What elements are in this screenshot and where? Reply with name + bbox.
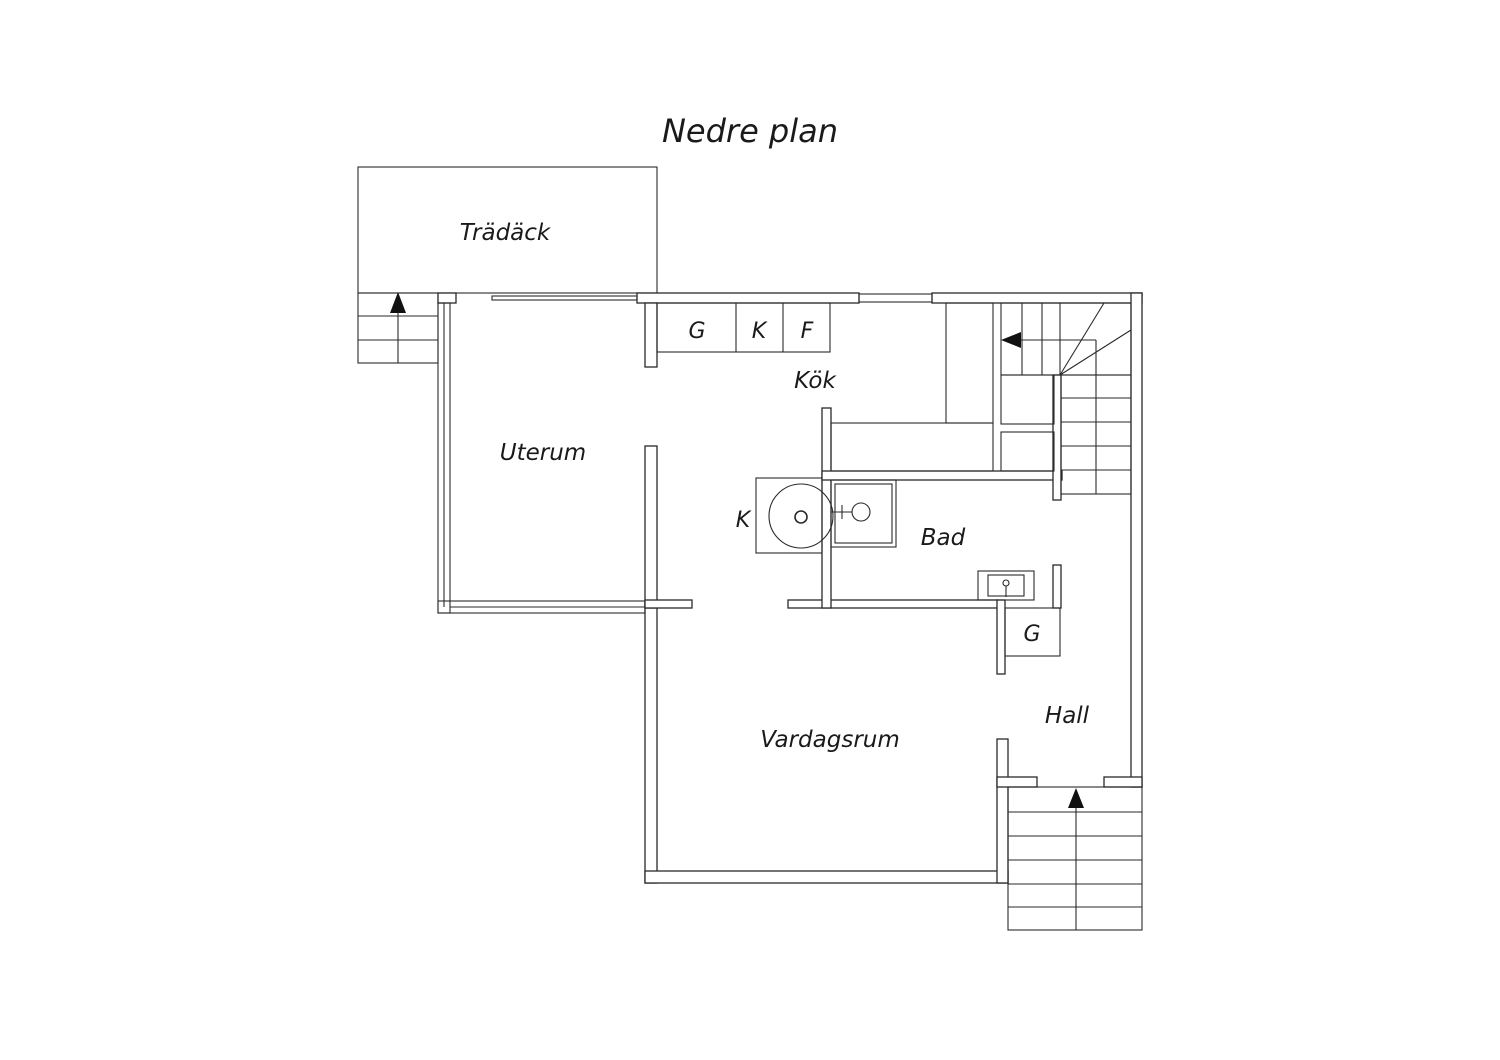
- room-label-kok: Kök: [794, 368, 837, 394]
- shower: [830, 479, 897, 548]
- deck-steps-arrow-icon: [390, 292, 406, 313]
- uterum-glazing: [437, 292, 646, 614]
- boiler: [755, 477, 834, 554]
- appliance-label-k: K: [752, 319, 768, 344]
- deck-outline: [357, 166, 658, 294]
- kitchen-window: [858, 293, 933, 303]
- exterior-walls: [437, 292, 1143, 884]
- room-label-vardagsrum: Vardagsrum: [760, 727, 900, 753]
- entrance-steps: [1007, 786, 1143, 931]
- room-label-hall: Hall: [1045, 703, 1090, 729]
- internal-staircase: [1000, 302, 1132, 495]
- staircase-arrow-icon: [1001, 332, 1021, 348]
- deck-steps: [357, 292, 439, 364]
- plan-title: Nedre plan: [662, 112, 838, 150]
- kitchen-counter: [656, 302, 994, 472]
- room-label-uterum: Uterum: [500, 440, 586, 466]
- entrance-arrow-icon: [1068, 788, 1084, 808]
- closet-g: [1004, 607, 1061, 657]
- appliance-label-boiler-k: K: [736, 508, 752, 533]
- closet-label-g: G: [1023, 622, 1040, 647]
- appliance-label-f: F: [801, 319, 814, 344]
- interior-walls: [644, 302, 1063, 675]
- room-label-tradack: Trädäck: [460, 220, 552, 246]
- appliance-label-g: G: [688, 319, 705, 344]
- room-label-bad: Bad: [921, 525, 966, 551]
- washbasin: [977, 570, 1035, 601]
